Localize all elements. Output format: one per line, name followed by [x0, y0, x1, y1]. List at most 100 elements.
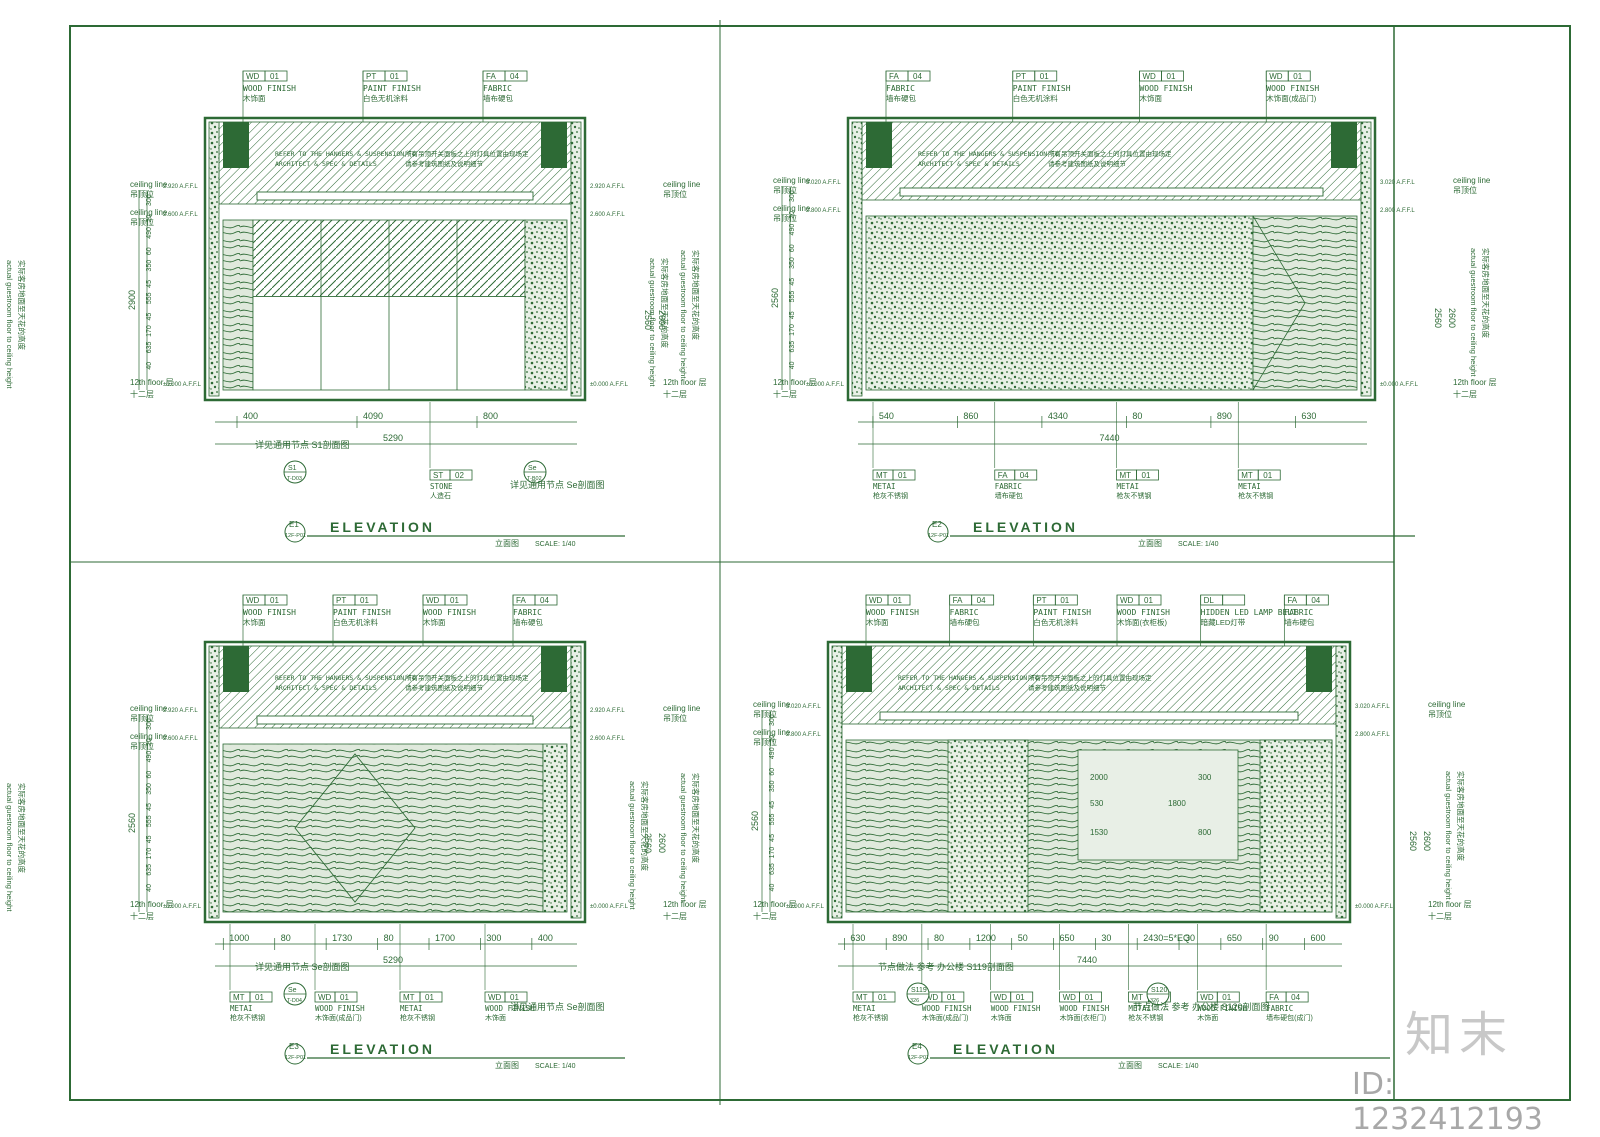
panel-title: ELEVATION	[330, 519, 435, 535]
callout-num: 01	[1222, 993, 1231, 1002]
inner-dimension: 300	[1198, 773, 1212, 782]
vertical-dimension: 60	[769, 768, 776, 776]
height-note-cn: 实际客房地面至天花的高度	[640, 781, 650, 871]
callout-cn: 木饰面	[243, 93, 266, 103]
callout-num: 01	[947, 993, 956, 1002]
callout-cn: 白色无机涂料	[363, 93, 408, 103]
floor-label-cn: 十二层	[1453, 389, 1477, 399]
side-column-right	[570, 121, 582, 397]
panel-title: ELEVATION	[330, 1041, 435, 1057]
height-dimension: 2560	[127, 813, 137, 833]
ceiling-soffit	[256, 191, 534, 201]
horizontal-dimension: 860	[963, 411, 978, 421]
horizontal-dimension: 4340	[1048, 411, 1068, 421]
callout-cn: 木饰面(成品门)	[1266, 93, 1316, 103]
fabric-panel-right	[1259, 739, 1333, 913]
detail-note: 详见通用节点 Se剖面图	[510, 479, 605, 490]
inner-dimension: 800	[1198, 828, 1212, 837]
callout-code: MT	[1120, 471, 1132, 480]
ceiling-line-label-cn: 吊顶位	[773, 185, 797, 195]
callout-en: FABRIC	[995, 482, 1022, 491]
callout-en: WOOD FINISH	[1060, 1004, 1110, 1013]
callout-en: PAINT FINISH	[363, 84, 421, 93]
floor-label-cn: 十二层	[130, 389, 154, 399]
ceiling-line-label-cn: 吊顶位	[753, 709, 777, 719]
horizontal-dimension: 400	[538, 933, 553, 943]
callout-num-box	[887, 594, 911, 606]
level-tag: 2.800 A.F.F.L	[1355, 732, 1390, 738]
elevation-tag-sheet: 12F-P01	[908, 1055, 929, 1061]
horizontal-dimension: 2430=5*EQ	[1143, 933, 1190, 943]
callout-cn: 木饰面(成品门)	[922, 1013, 969, 1022]
callout-num: 01	[898, 471, 907, 480]
ceiling-line-label-cn: 吊顶位	[663, 713, 687, 723]
horizontal-dimension: 650	[1060, 933, 1075, 943]
height-note-cn: 实际客房地面至天花的高度	[1456, 771, 1466, 861]
callout-num: 01	[1016, 993, 1025, 1002]
height-dimension: 2900	[127, 290, 137, 310]
vertical-dimension: 350	[769, 780, 776, 792]
horizontal-dimension: 1700	[435, 933, 455, 943]
callout-num: 04	[510, 72, 519, 81]
section-mark: S1T-D03	[283, 460, 307, 484]
callout-en: WOOD FINISH	[243, 608, 296, 617]
height-note-en: actual guestroom floor to ceiling height	[1469, 248, 1478, 377]
callout-en: FABRIC	[886, 84, 915, 93]
horizontal-dimension: 4090	[363, 411, 383, 421]
callout-cn: 木饰面	[485, 1013, 506, 1022]
ceiling-slab-hatch	[841, 645, 1337, 725]
vertical-dimension: 300	[789, 190, 796, 202]
elevation-tag: E1	[289, 520, 299, 529]
ceiling-note-en: REFER TO THE HANGERS & SUSPENSION TO	[898, 674, 1039, 682]
height-dimension: 2560	[770, 288, 780, 308]
ceiling-line-label-cn: 吊顶位	[773, 213, 797, 223]
watermark-id: ID: 1232412193	[1352, 1067, 1543, 1137]
callout-en: METAI	[873, 482, 896, 491]
horizontal-dimension: 30	[1101, 933, 1111, 943]
section-sheet: T-D04	[287, 998, 302, 1004]
side-column-left	[208, 645, 220, 919]
structure-block-left	[846, 646, 872, 692]
callout-num-box	[971, 594, 995, 606]
horizontal-dimension: 90	[1269, 933, 1279, 943]
ceiling-line-label: ceiling line	[773, 176, 811, 185]
horizontal-dimension: 80	[934, 933, 944, 943]
callout-code: WD	[1200, 993, 1214, 1002]
level-tag: 2.800 A.F.F.L	[786, 732, 821, 738]
vertical-dimension: 490	[146, 751, 153, 763]
horizontal-dimension: 540	[879, 411, 894, 421]
callout-code: WD	[488, 993, 502, 1002]
callout-en: WOOD FINISH	[1140, 84, 1193, 93]
floor-label-cn: 十二层	[753, 911, 777, 921]
room-outline	[826, 640, 1352, 924]
callout-num-box	[504, 70, 528, 82]
height-note-en: actual guestroom floor to ceiling height	[679, 250, 688, 379]
fabric-wall	[865, 215, 1254, 391]
wood-wall	[222, 743, 544, 913]
callout-num-box	[1014, 469, 1038, 481]
callout-num-box	[334, 991, 358, 1003]
horizontal-dimension: 1200	[976, 933, 996, 943]
callout-code: MT	[876, 471, 888, 480]
vertical-dimension: 45	[146, 803, 153, 811]
elevation-tag-sheet: 12F-P01	[285, 533, 306, 539]
horizontal-dimension: 800	[483, 411, 498, 421]
section-id: S1	[288, 465, 297, 472]
vertical-dimension: 45	[146, 313, 153, 321]
elevation-tag-circle	[284, 1043, 306, 1065]
ceiling-line-label: ceiling line	[753, 728, 791, 737]
callout-code: DL	[1204, 596, 1215, 605]
elevation-tag-sheet: 12F-P01	[928, 533, 949, 539]
fabric-strip	[542, 743, 568, 913]
level-tag: 2.920 A.F.F.L	[163, 708, 198, 714]
callout-num: 01	[1060, 596, 1069, 605]
room-outline	[203, 116, 587, 402]
callout-cn: 枪灰不锈钢	[853, 1013, 888, 1022]
callout-cn: 暗藏LED灯带	[1201, 617, 1246, 627]
ceiling-line-label: ceiling line	[130, 732, 168, 741]
